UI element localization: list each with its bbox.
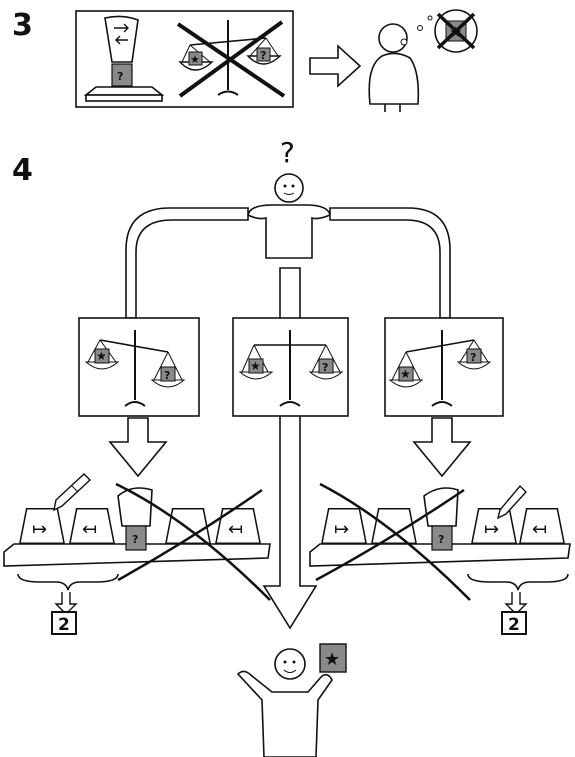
confused-figure: ★ [368,9,478,112]
left-panel-question: ? [164,369,170,382]
right-cup-1-mark: ↦ [334,519,349,540]
right-panel-question: ? [470,351,476,364]
star-card-mark: ★ [324,649,340,670]
left-down-arrow [108,417,168,478]
svg-text:?: ? [260,49,266,62]
right-cup-5-mark: ↤ [532,519,547,540]
right-cup-4-mark: ↦ [484,519,499,540]
step-3-panel: ? ★ ? [75,10,294,108]
goto-step-2-left: 2 [51,592,78,635]
step-4-number: 4 [12,153,33,188]
middle-panel-question: ? [322,361,328,374]
right-down-arrow [412,417,472,478]
step-3-number: 3 [12,8,33,43]
right-brace [467,573,569,591]
thinking-figure: ? [247,136,331,259]
balance-panel-left: ★ ? [78,317,200,417]
pencil-icon [53,473,92,512]
mystery-card-mark: ? [117,70,123,83]
balance-panel-right: ★ ? [384,317,504,417]
middle-panel-star: ★ [250,359,261,373]
crossed-balance: ★ ? [176,20,286,98]
svg-text:★: ★ [190,53,200,66]
right-panel-star: ★ [400,367,411,381]
pencil-icon [496,484,527,520]
left-branch-arrow [125,207,249,319]
right-shelf: ? ↦ ↦ ↤ [309,484,571,567]
mystery-card [111,63,133,87]
cup-on-stand: ? [83,15,165,102]
goto-step-2-right: 2 [501,592,528,635]
happy-figure: ★ [236,643,347,757]
goto-left-label: 2 [58,615,70,635]
right-shelf-card: ? [438,533,444,546]
left-cup-1-mark: ↦ [32,519,47,540]
left-panel-star: ★ [96,349,107,363]
goto-right-label: 2 [508,615,520,635]
elimination-marks [115,482,471,601]
left-shelf: ? ↦ ↤ ↤ [3,473,271,567]
left-brace [17,573,119,591]
star-card [319,643,347,673]
left-cup-2-mark: ↤ [82,519,97,540]
right-branch-arrow [329,207,451,319]
step-3-arrow [309,44,362,88]
left-cup-5-mark: ↤ [228,519,243,540]
thinker-question-mark: ? [280,136,295,169]
balance-panel-middle: ★ ? [232,317,349,417]
left-shelf-card: ? [132,533,138,546]
